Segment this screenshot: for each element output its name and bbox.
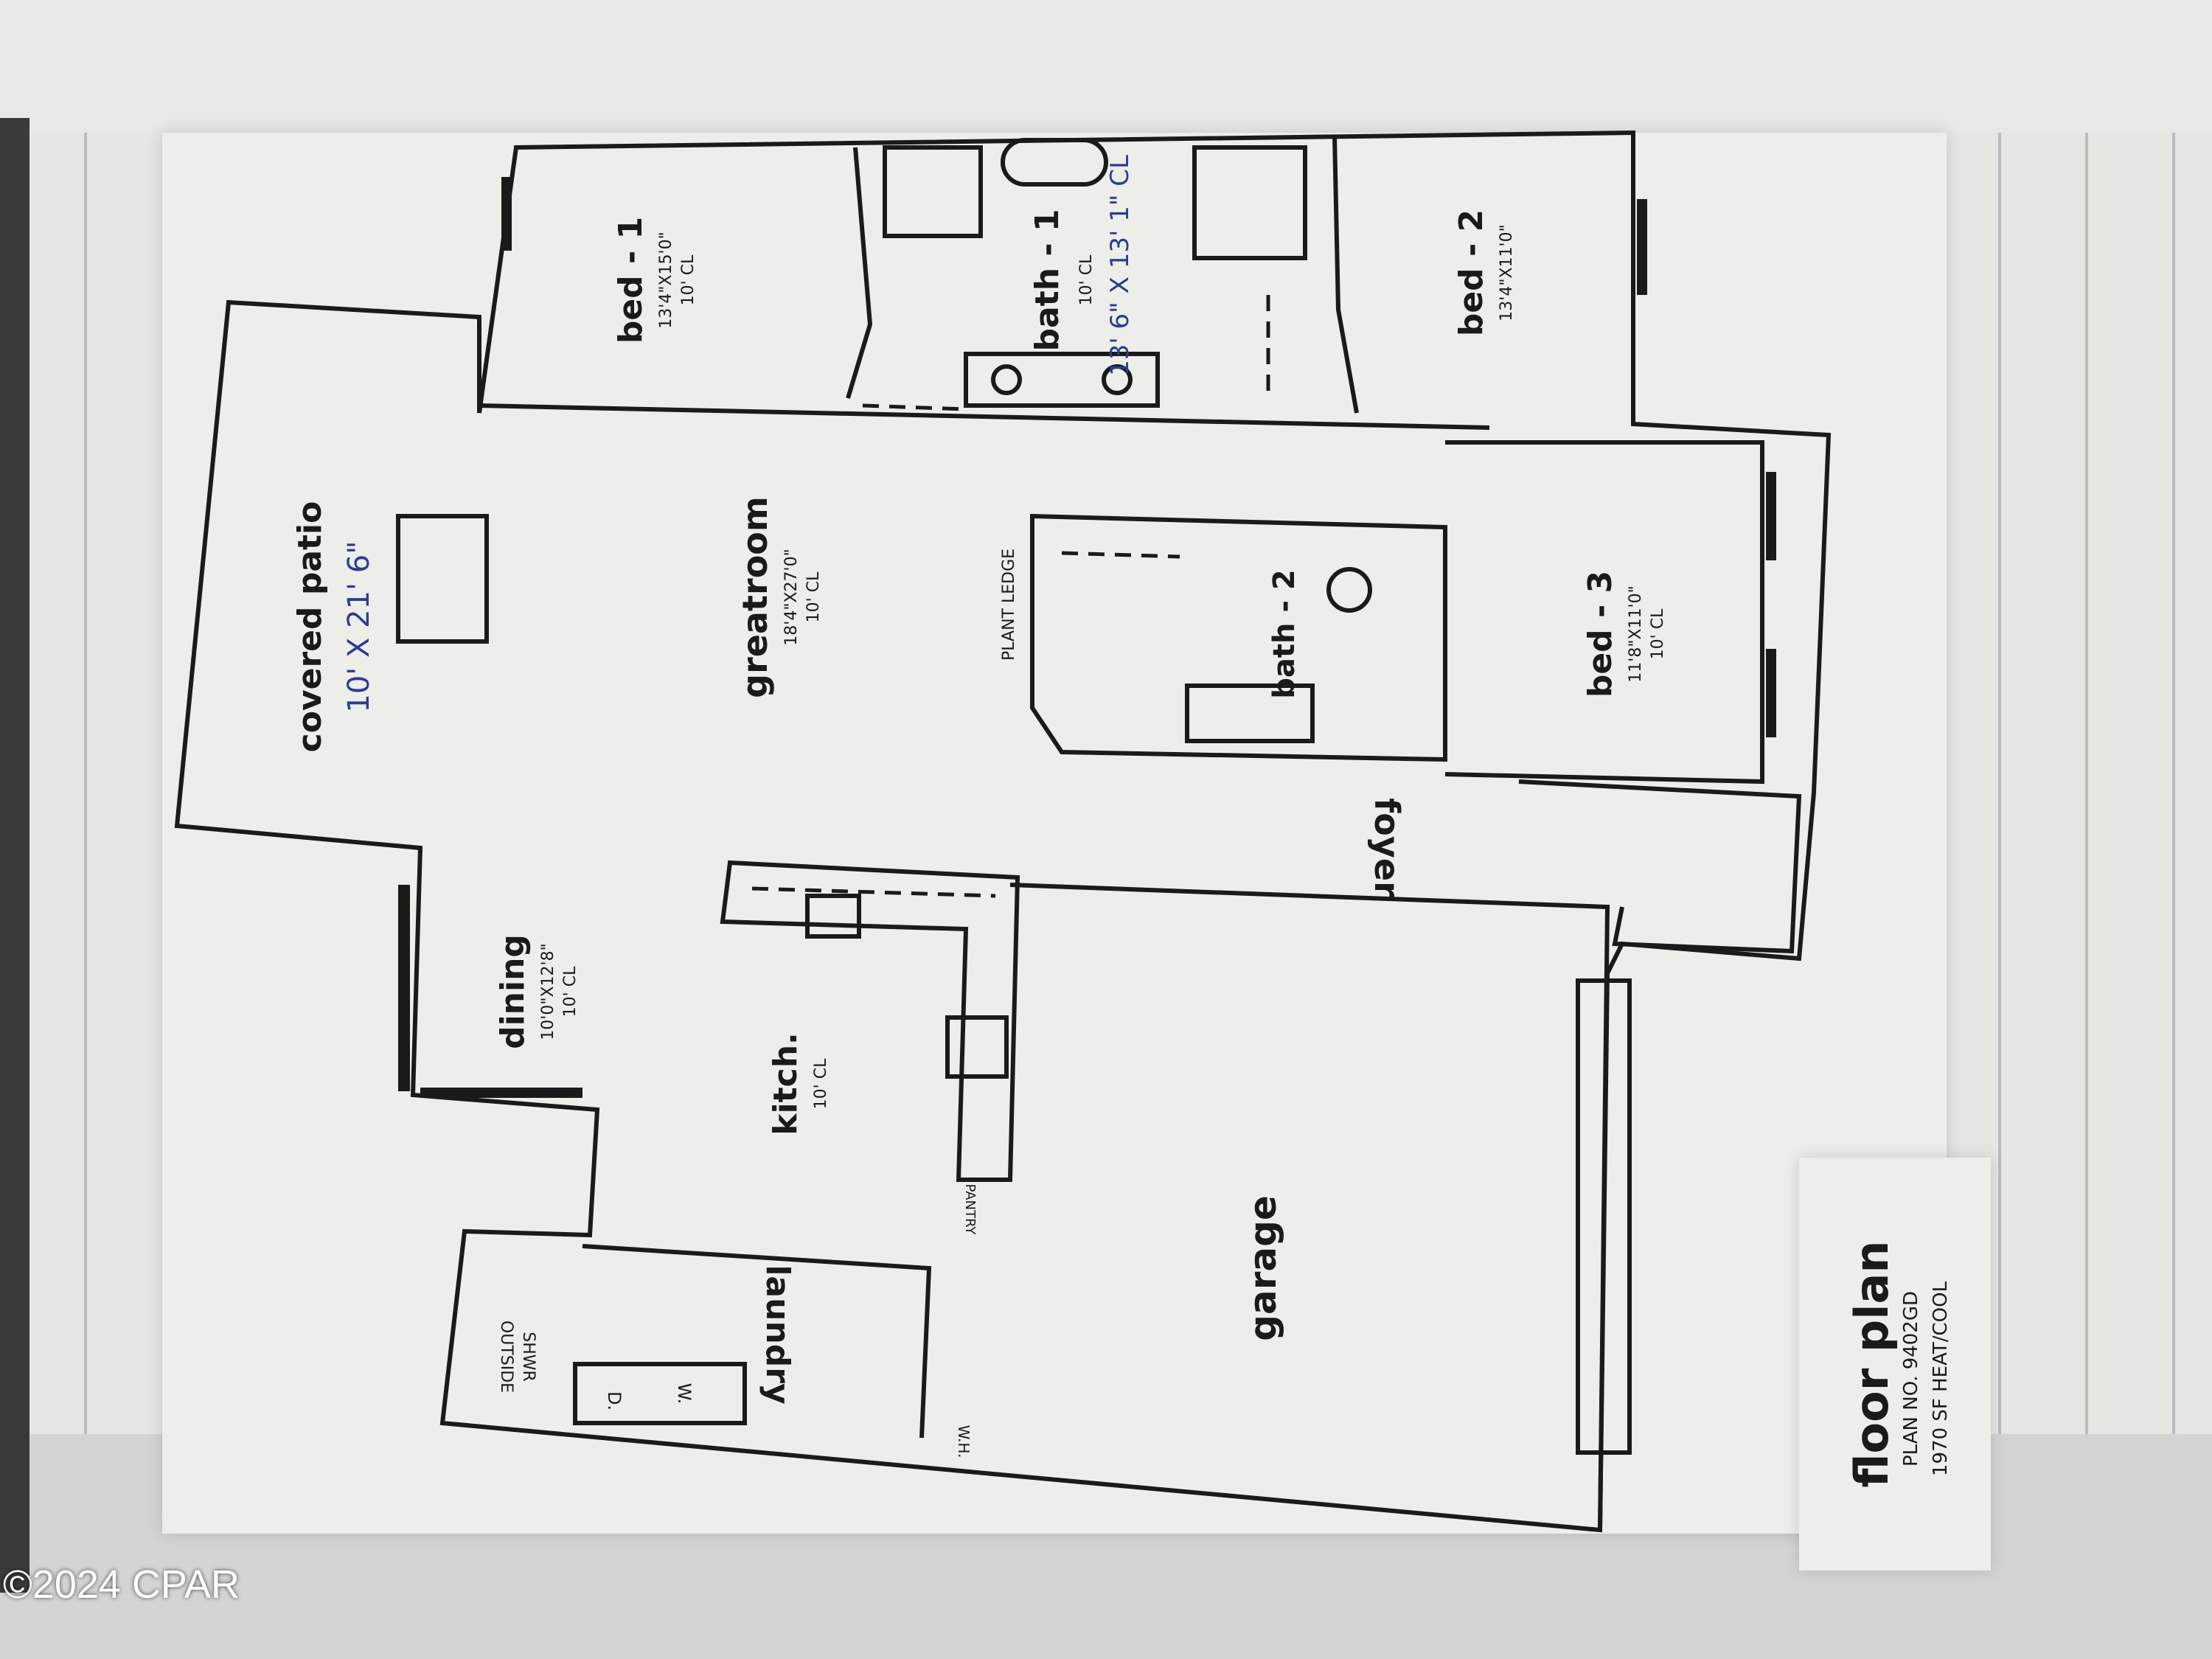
garage-door bbox=[1576, 978, 1632, 1455]
dashed-line-3 bbox=[751, 886, 996, 898]
bath1-closet bbox=[1192, 145, 1307, 260]
greatroom-dims: 18'4"X27'0" bbox=[782, 549, 801, 645]
bed3-ceiling: 10' CL bbox=[1649, 608, 1667, 659]
dining-dims: 10'0"X12'8" bbox=[539, 943, 557, 1040]
bed1-label: bed - 1 bbox=[612, 217, 650, 344]
bed2-label: bed - 2 bbox=[1453, 209, 1490, 336]
window-2 bbox=[420, 1088, 582, 1098]
pantry-label: PANTRY bbox=[962, 1184, 978, 1236]
notebook-binding-shadow bbox=[0, 118, 29, 1593]
bath2-label: bath - 2 bbox=[1267, 569, 1301, 699]
dashed-line-1 bbox=[862, 403, 967, 411]
kitchen-sink bbox=[805, 894, 861, 939]
kitchen-range bbox=[945, 1015, 1009, 1079]
window-6 bbox=[501, 177, 512, 251]
wall-bath1-bed2 bbox=[1332, 136, 1359, 414]
wh-label: W.H. bbox=[955, 1425, 973, 1458]
bath1-ceiling: 10' CL bbox=[1077, 254, 1096, 305]
window-4 bbox=[1766, 472, 1776, 560]
covered-patio-label: covered patio bbox=[291, 501, 329, 753]
kitchen-ceiling: 10' CL bbox=[812, 1058, 830, 1109]
greatroom-label: greatroom bbox=[735, 496, 775, 698]
title-block-area: 1970 SF HEAT/COOL bbox=[1930, 1281, 1952, 1476]
washer-dryer bbox=[573, 1362, 747, 1425]
outside-shower-label-1: OUTSIDE bbox=[497, 1321, 515, 1393]
garage-label: garage bbox=[1242, 1195, 1284, 1341]
bath1-dims: 13' 6" X 13' 1" CL bbox=[1105, 155, 1135, 376]
dashed-line-2 bbox=[1061, 551, 1180, 559]
greatroom-ceiling: 10' CL bbox=[804, 571, 823, 622]
bed3-dims: 11'8"X11'0" bbox=[1627, 585, 1645, 682]
bed2-dims: 13'4"X11'0" bbox=[1498, 224, 1516, 321]
washer-label: W. bbox=[674, 1383, 695, 1405]
bath1-sink-left bbox=[991, 364, 1022, 395]
bed3-label: bed - 3 bbox=[1582, 571, 1619, 698]
floor-plan-sheet bbox=[162, 133, 1947, 1534]
kitchen-label: kitch. bbox=[767, 1032, 804, 1135]
outer-wall bbox=[174, 130, 1832, 1533]
window-5 bbox=[1766, 649, 1776, 737]
foyer-closet bbox=[1518, 779, 1802, 954]
bath1-label: bath - 1 bbox=[1029, 209, 1066, 351]
dryer-label: D. bbox=[604, 1391, 625, 1411]
title-block-sheet bbox=[1799, 1158, 1991, 1571]
kitchen-counter bbox=[720, 860, 1020, 1182]
window-3 bbox=[1637, 199, 1647, 295]
wall-garage bbox=[1009, 883, 1610, 1531]
notebook-page-back bbox=[0, 0, 2212, 140]
bath2-sink bbox=[1326, 567, 1372, 613]
laundry-label: laundry bbox=[759, 1265, 796, 1404]
plant-ledge-label: PLANT LEDGE bbox=[1000, 549, 1018, 661]
bath2-tub bbox=[1185, 684, 1315, 743]
title-block-title: floor plan bbox=[1845, 1241, 1899, 1488]
bath1-closet-2 bbox=[883, 145, 983, 238]
watermark: ©2024 CPAR bbox=[3, 1562, 240, 1607]
bath1-sink-right bbox=[1102, 364, 1133, 395]
title-block-plan-no: PLAN NO. 9402GD bbox=[1900, 1291, 1922, 1467]
dining-ceiling: 10' CL bbox=[561, 966, 580, 1017]
bed1-ceiling: 10' CL bbox=[679, 254, 698, 305]
bath1-vanity bbox=[964, 352, 1160, 408]
wall-bath2 bbox=[1030, 513, 1447, 762]
bed1-dims: 13'4"X15'0" bbox=[657, 232, 675, 328]
outside-shower-label-2: SHWR bbox=[519, 1332, 538, 1382]
wall-bed3 bbox=[1444, 440, 1764, 785]
dining-label: dining bbox=[494, 934, 532, 1049]
bath1-tub bbox=[1001, 138, 1108, 187]
wall-bed1-bath1 bbox=[846, 147, 873, 399]
foyer-label: foyer bbox=[1367, 798, 1407, 898]
fireplace bbox=[396, 514, 489, 644]
window-1 bbox=[398, 885, 410, 1091]
wall-bedrooms bbox=[479, 403, 1490, 430]
covered-patio-dims: 10' X 21' 6" bbox=[342, 540, 376, 712]
wall-laundry bbox=[582, 1244, 932, 1439]
